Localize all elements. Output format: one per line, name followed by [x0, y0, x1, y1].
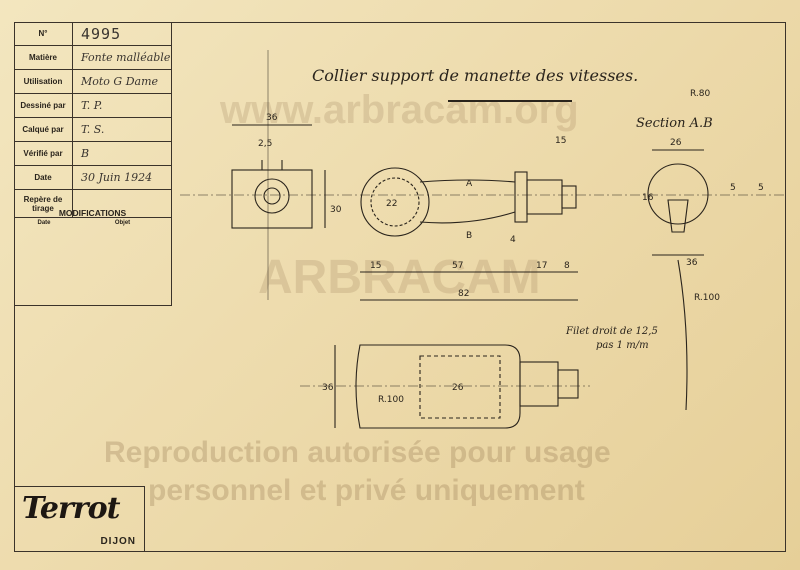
title-block: N° 4995 Matière Fonte malléable Utilisat…	[14, 22, 172, 218]
main-view-ring-inner	[370, 177, 420, 227]
dessine-label: Dessiné par	[14, 94, 73, 117]
bottom-view-body	[355, 344, 521, 429]
bottom-view-thread	[557, 369, 579, 399]
dim-5b: 5	[758, 183, 764, 193]
verifie-value: B	[81, 147, 90, 160]
brand-box: Terrot DIJON	[14, 486, 145, 551]
dim-57: 57	[452, 261, 463, 271]
watermark-line1: Reproduction autorisée pour usage	[104, 436, 611, 469]
section-mark-a: A	[466, 179, 473, 189]
brand-logo: Terrot	[22, 491, 120, 526]
title-underline	[448, 100, 572, 102]
dim-r100: R.100	[378, 395, 404, 405]
dim-5a: 5	[730, 183, 736, 193]
side-view-body	[231, 169, 313, 229]
main-view-thread	[561, 185, 577, 209]
bottom-view-bore	[419, 355, 501, 419]
dim-36: 36	[266, 113, 278, 123]
main-view-boss	[526, 179, 563, 215]
dim-16: 16	[642, 193, 654, 203]
repere-label: Repère de tirage	[14, 190, 73, 217]
main-view-arm	[419, 179, 516, 224]
dim-82: 82	[458, 289, 469, 299]
section-mark-b: B	[466, 231, 472, 241]
dim-r80: R.80	[690, 89, 711, 99]
dim-r100-section: R.100	[694, 293, 720, 303]
row-utilisation: Utilisation Moto G Dame	[14, 70, 171, 94]
dim-4: 4	[510, 235, 516, 245]
dim-30: 30	[330, 205, 342, 215]
drawing-number: 4995	[81, 24, 122, 43]
matiere-value: Fonte malléable	[81, 51, 171, 64]
modifications-table: MODIFICATIONS Date Objet	[14, 205, 172, 306]
section-label: Section A.B	[636, 116, 713, 131]
side-view-hole	[263, 187, 281, 205]
row-repere: Repère de tirage	[14, 190, 171, 217]
row-number: N° 4995	[14, 22, 171, 46]
utilisation-value: Moto G Dame	[81, 75, 159, 88]
modifications-header: Date Objet	[14, 220, 171, 226]
section-circle	[647, 163, 709, 225]
dim-8: 8	[564, 261, 570, 271]
dim-2-5: 2,5	[258, 139, 272, 149]
row-date: Date 30 Juin 1924	[14, 166, 171, 190]
calque-value: T. S.	[81, 123, 105, 136]
dim-22: 22	[386, 199, 397, 209]
dim-26: 26	[670, 138, 682, 148]
number-label: N°	[14, 22, 73, 45]
main-view-shoulder	[514, 171, 528, 223]
watermark-name: ARBRACAM	[258, 251, 541, 304]
section-stem	[667, 199, 689, 233]
row-dessine: Dessiné par T. P.	[14, 94, 171, 118]
utilisation-label: Utilisation	[14, 70, 73, 93]
dim-17: 17	[536, 261, 547, 271]
dim-15-top: 15	[555, 136, 566, 146]
verifie-label: Vérifié par	[14, 142, 73, 165]
drawing-title: Collier support de manette des vitesses.	[312, 66, 639, 85]
modifications-title: MODIFICATIONS	[58, 208, 127, 218]
main-view-ring-outer	[360, 167, 430, 237]
dim-36-bottom: 36	[322, 383, 334, 393]
row-verifie: Vérifié par B	[14, 142, 171, 166]
modifications-date-col: Date	[37, 220, 51, 226]
drawing-frame	[14, 22, 786, 552]
dessine-value: T. P.	[81, 99, 103, 112]
matiere-label: Matière	[14, 46, 73, 69]
radius-100-line	[677, 259, 688, 411]
date-value: 30 Juin 1924	[81, 171, 153, 184]
modifications-objet-col: Objet	[114, 220, 131, 226]
side-view-bore	[254, 178, 290, 214]
bottom-view-boss	[519, 361, 559, 407]
dim-36-section: 36	[686, 258, 698, 268]
brand-city: DIJON	[100, 536, 136, 547]
row-calque: Calqué par T. S.	[14, 118, 171, 142]
date-label: Date	[14, 166, 73, 189]
dim-15-bottom: 15	[370, 261, 381, 271]
row-matiere: Matière Fonte malléable	[14, 46, 171, 70]
watermark-line2: personnel et privé uniquement	[148, 474, 585, 507]
calque-label: Calqué par	[14, 118, 73, 141]
dim-26-bottom: 26	[452, 383, 464, 393]
thread-note-line1: Filet droit de 12,5	[566, 326, 658, 337]
thread-note-line2: pas 1 m/m	[596, 340, 649, 351]
